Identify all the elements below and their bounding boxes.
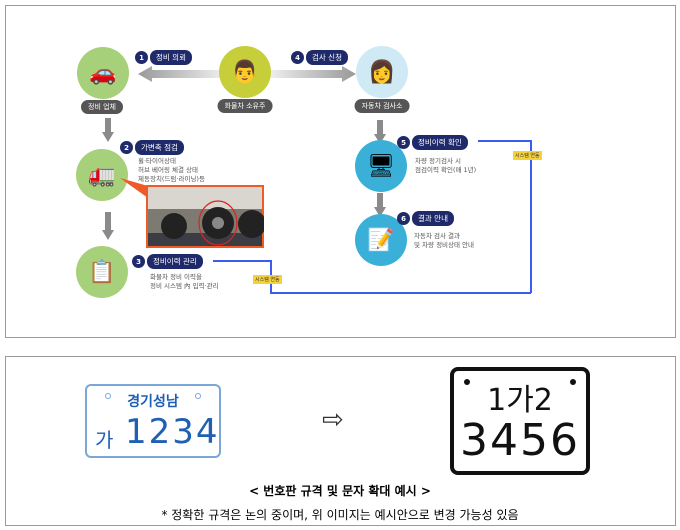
plate-note: * 정확한 규격은 논의 중이며, 위 이미지는 예시안으로 변경 가능성 있음 (161, 508, 519, 522)
arrow-right (270, 66, 356, 82)
truck-repair-icon: 🚛 (76, 149, 128, 201)
old-license-plate: 경기성남 가 1234 (85, 384, 221, 458)
truck-wheel-photo (120, 178, 264, 248)
plate-number: 1234 (125, 412, 220, 452)
plate-region: 경기성남 (127, 394, 179, 410)
plate-prefix: 가 (95, 428, 114, 452)
plate-line2: 3456 (460, 415, 580, 466)
transition-arrow: ⇨ (322, 405, 344, 435)
plate-example-box (5, 356, 676, 526)
node-label-owner: 화물차 소유주 (217, 99, 273, 113)
node-label-shop: 정비 업체 (81, 100, 123, 114)
node-label-center: 자동차 검사소 (354, 99, 410, 113)
arrow-down (374, 193, 386, 217)
plate-caption: < 번호판 규격 및 문자 확대 예시 > (249, 484, 431, 498)
inspection-center-icon: 👩 (356, 46, 408, 98)
plate-line1: 1가2 (487, 383, 553, 418)
system-link-line (530, 140, 532, 293)
clipboard-icon: 📋 (76, 246, 128, 298)
truck-owner-icon: 👨 (219, 46, 271, 98)
flow-diagram-box (5, 5, 676, 338)
repair-shop-icon: 🚗 (77, 47, 129, 99)
monitor-icon: 🖥 (355, 140, 407, 192)
system-link-label: 시스템 연동 (513, 151, 542, 160)
system-link-line (270, 292, 531, 294)
system-link-line (478, 140, 531, 142)
system-link-line (213, 260, 271, 262)
arrow-left (138, 66, 223, 82)
arrow-down (102, 212, 114, 240)
arrow-down (102, 118, 114, 142)
new-license-plate: 1가2 3456 (450, 367, 590, 475)
system-link-label: 시스템 연동 (253, 275, 282, 284)
arrow-down (374, 120, 386, 144)
